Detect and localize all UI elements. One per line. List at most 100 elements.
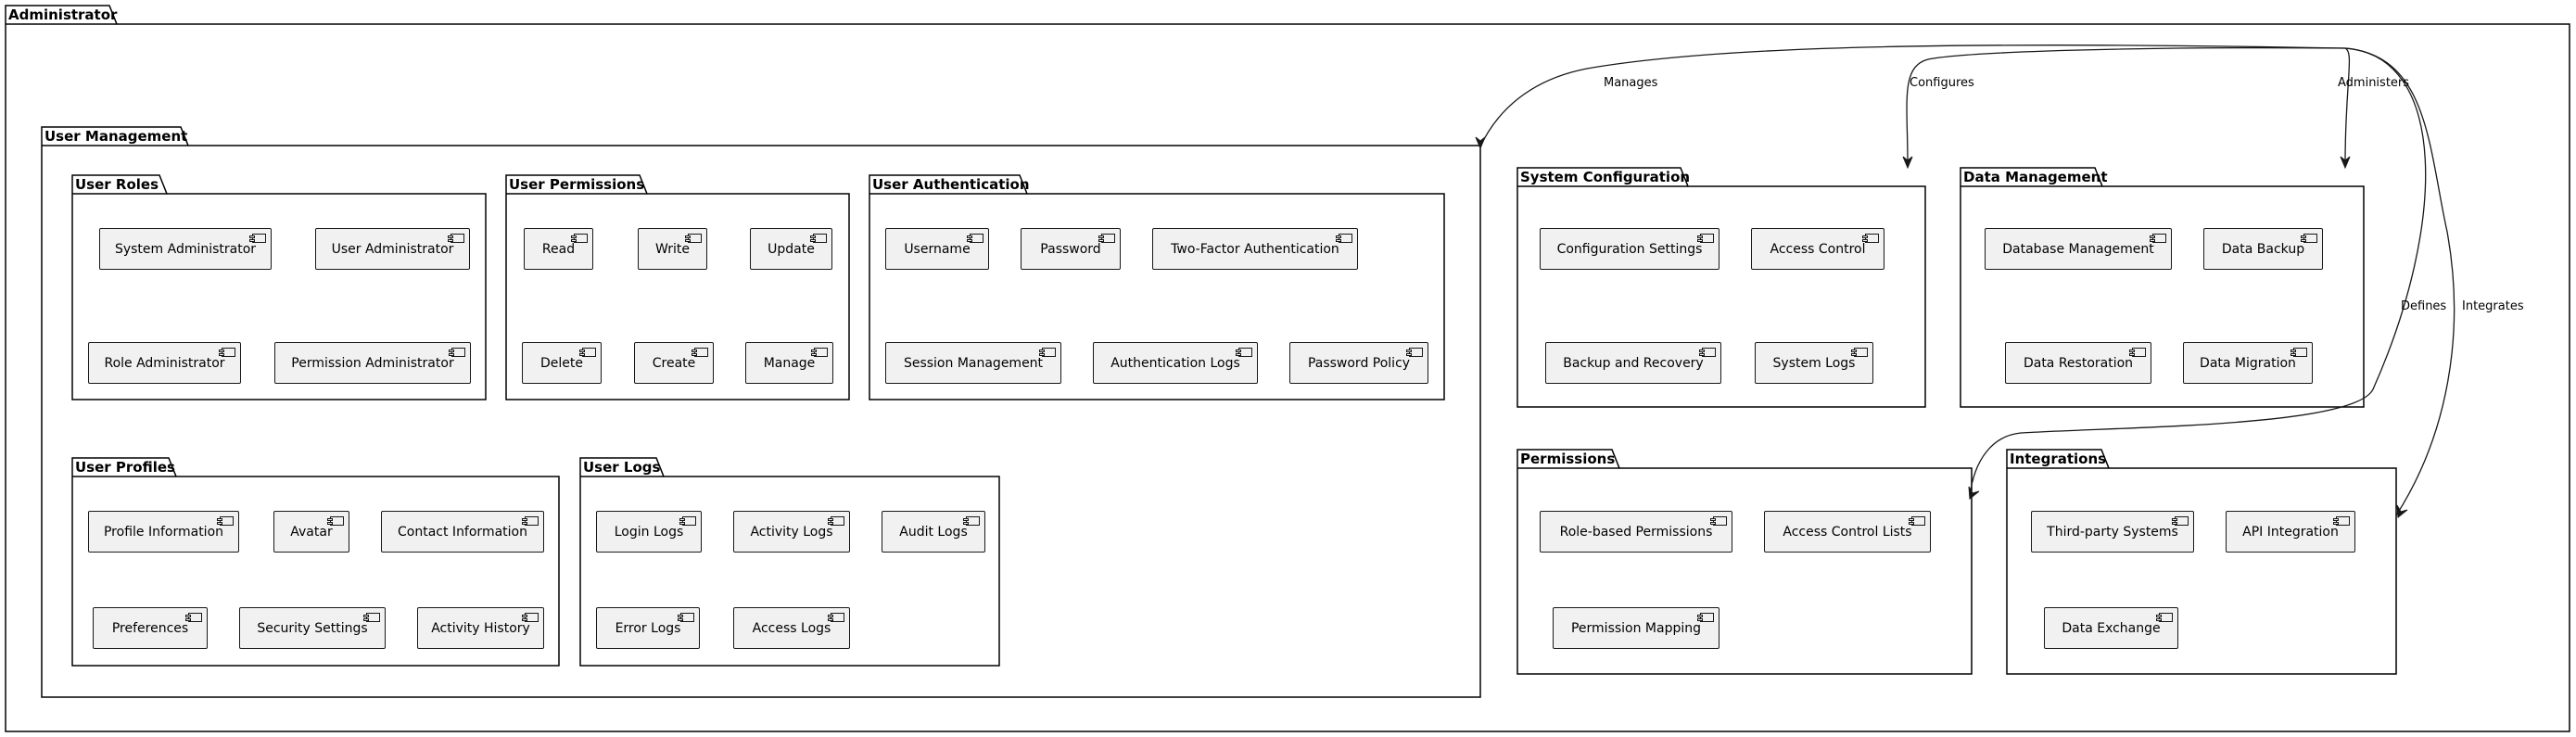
package-user-permissions-frame xyxy=(505,174,850,400)
component-label: Delete xyxy=(540,355,583,371)
component-label: Session Management xyxy=(903,355,1044,371)
component-preferences[interactable]: Preferences xyxy=(93,607,208,649)
component-read[interactable]: Read xyxy=(524,228,593,270)
component-icon xyxy=(828,516,844,526)
component-icon xyxy=(828,613,844,622)
component-contact-information[interactable]: Contact Information xyxy=(381,511,544,553)
component-icon xyxy=(1699,348,1716,357)
component-session-management[interactable]: Session Management xyxy=(885,342,1061,384)
component-system-logs[interactable]: System Logs xyxy=(1755,342,1873,384)
component-label: Contact Information xyxy=(398,524,527,540)
component-data-migration[interactable]: Data Migration xyxy=(2183,342,2313,384)
component-data-backup[interactable]: Data Backup xyxy=(2203,228,2323,270)
component-icon xyxy=(327,516,344,526)
component-data-exchange[interactable]: Data Exchange xyxy=(2044,607,2178,649)
component-permission-mapping[interactable]: Permission Mapping xyxy=(1553,607,1719,649)
component-error-logs[interactable]: Error Logs xyxy=(596,607,700,649)
component-label: Role-based Permissions xyxy=(1559,524,1713,540)
component-icon xyxy=(2156,613,2173,622)
component-icon xyxy=(1336,234,1352,243)
component-label: Data Migration xyxy=(2200,355,2296,371)
component-label: System Administrator xyxy=(114,241,257,257)
component-label: Backup and Recovery xyxy=(1563,355,1704,371)
package-data-management-title: Data Management xyxy=(1963,169,2108,185)
edge-label-integrates: Integrates xyxy=(2462,299,2524,313)
component-database-management[interactable]: Database Management xyxy=(1985,228,2172,270)
component-icon xyxy=(1697,613,1714,622)
component-user-administrator[interactable]: User Administrator xyxy=(315,228,470,270)
component-icon xyxy=(2172,516,2189,526)
component-third-party-systems[interactable]: Third-party Systems xyxy=(2031,511,2194,553)
component-icon xyxy=(2129,348,2146,357)
component-icon xyxy=(2150,234,2166,243)
component-icon xyxy=(692,348,708,357)
component-icon xyxy=(363,613,380,622)
component-label: Permission Administrator xyxy=(291,355,454,371)
component-label: Write xyxy=(655,241,690,257)
component-password-policy[interactable]: Password Policy xyxy=(1289,342,1428,384)
component-username[interactable]: Username xyxy=(885,228,989,270)
component-label: Avatar xyxy=(290,524,333,540)
package-user-authentication-frame xyxy=(869,174,1445,400)
component-label: Data Backup xyxy=(2221,241,2305,257)
component-security-settings[interactable]: Security Settings xyxy=(239,607,386,649)
component-api-integration[interactable]: API Integration xyxy=(2226,511,2355,553)
component-profile-information[interactable]: Profile Information xyxy=(88,511,239,553)
edge-administers-line xyxy=(2344,47,2351,164)
component-icon xyxy=(1862,234,1879,243)
component-icon xyxy=(1697,234,1714,243)
component-label: Data Exchange xyxy=(2062,620,2161,636)
component-manage[interactable]: Manage xyxy=(745,342,833,384)
component-label: Profile Information xyxy=(103,524,224,540)
component-password[interactable]: Password xyxy=(1021,228,1121,270)
edge-label-manages: Manages xyxy=(1604,76,1658,90)
package-user-profiles-title: User Profiles xyxy=(75,459,175,476)
component-icon xyxy=(2290,348,2307,357)
component-configuration-settings[interactable]: Configuration Settings xyxy=(1540,228,1719,270)
edge-administers-arrowhead xyxy=(2340,156,2351,170)
edge-configures-line xyxy=(1906,46,2346,164)
component-audit-logs[interactable]: Audit Logs xyxy=(882,511,985,553)
package-user-roles-title: User Roles xyxy=(75,176,159,193)
edge-integrates-arrowhead xyxy=(2396,504,2408,518)
component-backup-and-recovery[interactable]: Backup and Recovery xyxy=(1545,342,1721,384)
component-label: Access Control xyxy=(1770,241,1866,257)
component-label: Error Logs xyxy=(615,620,681,636)
component-icon xyxy=(1710,516,1727,526)
component-delete[interactable]: Delete xyxy=(522,342,602,384)
component-label: Role Administrator xyxy=(104,355,225,371)
component-role-administrator[interactable]: Role Administrator xyxy=(88,342,241,384)
component-icon xyxy=(1851,348,1868,357)
component-icon xyxy=(963,516,980,526)
component-activity-history[interactable]: Activity History xyxy=(417,607,544,649)
component-icon xyxy=(1909,516,1925,526)
component-data-restoration[interactable]: Data Restoration xyxy=(2005,342,2151,384)
component-avatar[interactable]: Avatar xyxy=(273,511,349,553)
component-access-logs[interactable]: Access Logs xyxy=(733,607,850,649)
component-authentication-logs[interactable]: Authentication Logs xyxy=(1093,342,1258,384)
component-label: Security Settings xyxy=(257,620,368,636)
component-write[interactable]: Write xyxy=(638,228,707,270)
component-activity-logs[interactable]: Activity Logs xyxy=(733,511,850,553)
component-label: Database Management xyxy=(2002,241,2154,257)
component-update[interactable]: Update xyxy=(750,228,832,270)
component-create[interactable]: Create xyxy=(634,342,714,384)
package-administrator-title: Administrator xyxy=(8,6,118,23)
edge-manages-line xyxy=(1479,44,2346,147)
component-label: Data Restoration xyxy=(2023,355,2134,371)
component-label: Manage xyxy=(763,355,816,371)
package-user-roles-frame xyxy=(71,174,487,400)
component-permission-administrator[interactable]: Permission Administrator xyxy=(274,342,471,384)
edge-configures-arrowhead xyxy=(1902,156,1913,170)
package-integrations-frame xyxy=(2006,449,2397,675)
component-login-logs[interactable]: Login Logs xyxy=(596,511,702,553)
component-access-control[interactable]: Access Control xyxy=(1751,228,1884,270)
component-system-administrator[interactable]: System Administrator xyxy=(99,228,272,270)
component-role-based-permissions[interactable]: Role-based Permissions xyxy=(1540,511,1732,553)
component-icon xyxy=(685,234,702,243)
component-two-factor-authentication[interactable]: Two-Factor Authentication xyxy=(1152,228,1358,270)
component-icon xyxy=(571,234,588,243)
component-label: Third-party Systems xyxy=(2047,524,2178,540)
component-access-control-lists[interactable]: Access Control Lists xyxy=(1764,511,1931,553)
